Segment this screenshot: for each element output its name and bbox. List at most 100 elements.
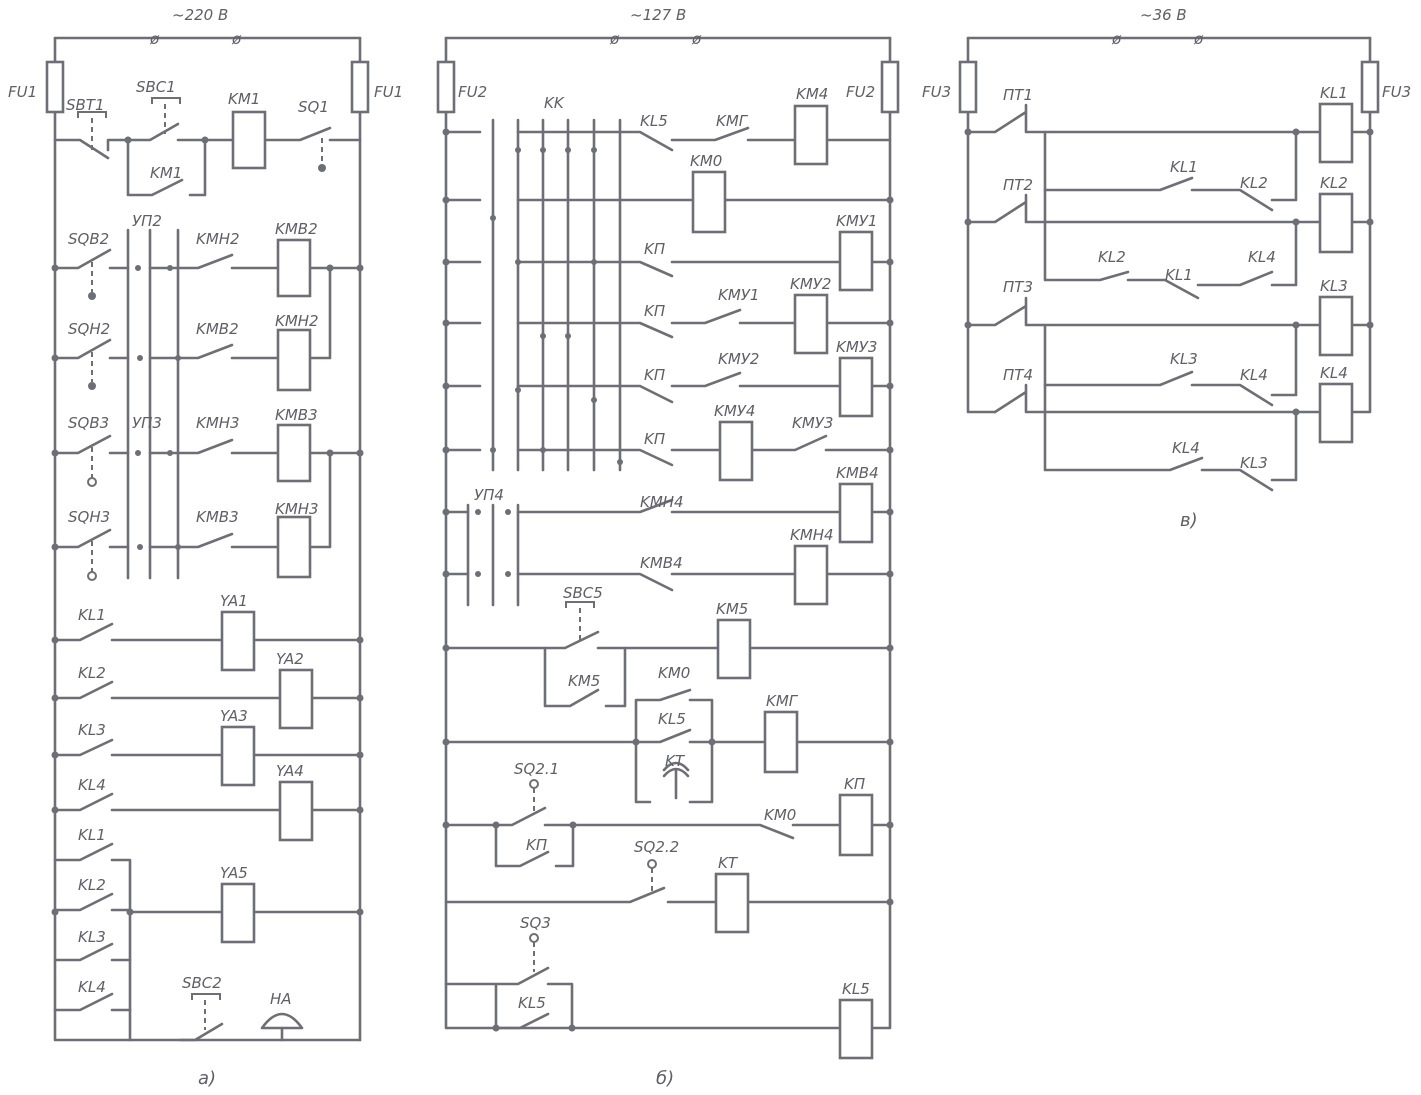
coil-ya5 — [220, 882, 256, 944]
coil-kmu3 — [838, 356, 874, 418]
label-kmb2-coil: KMB2 — [275, 220, 318, 238]
label-kmg-top: KMГ — [716, 112, 749, 130]
label-kl4-c1: KL4 — [1248, 248, 1276, 266]
label-kmu1-coil: KMУ1 — [836, 212, 877, 230]
label-pt2: ПТ2 — [1003, 176, 1033, 194]
label-kmu3-contact: KMУ3 — [792, 414, 833, 432]
label-ya3: YA3 — [220, 707, 248, 725]
panel-c-phase-mark-1: ø — [1111, 30, 1122, 48]
label-km4: KM4 — [796, 85, 828, 103]
label-ya5: YA5 — [220, 864, 248, 882]
label-sqb3: SQB3 — [68, 414, 109, 432]
label-fu2-right: FU2 — [846, 83, 875, 101]
panel-b-caption: б) — [656, 1068, 674, 1089]
label-km0-contact2: KM0 — [764, 806, 796, 824]
panel-b-voltage: ~127 В — [630, 6, 686, 24]
label-sbt1: SBT1 — [66, 96, 105, 114]
label-km5-contact: KM5 — [568, 672, 600, 690]
panel-a-phase-mark-1: ø — [149, 30, 160, 48]
label-kl2-a: KL2 — [78, 664, 106, 682]
fuse-fu2-right — [880, 60, 900, 114]
label-pt4: ПТ4 — [1003, 366, 1033, 384]
label-kl1-a: KL1 — [78, 606, 106, 624]
label-kmb2-contact: KMB2 — [196, 320, 239, 338]
label-kl3-b: KL3 — [78, 928, 106, 946]
label-kl4-coil: KL4 — [1320, 364, 1348, 382]
fuse-fu3-right — [1360, 60, 1380, 114]
label-kmu2-contact: KMУ2 — [718, 350, 759, 368]
coil-kmb2 — [276, 238, 312, 298]
coil-ya4 — [278, 780, 314, 842]
label-kmb4-contact: KMB4 — [640, 554, 683, 572]
label-kl4-c2: KL4 — [1240, 366, 1268, 384]
coil-kp — [838, 793, 874, 857]
label-kl4-a: KL4 — [78, 776, 106, 794]
panel-a-caption: а) — [198, 1068, 216, 1089]
coil-kl1 — [1318, 102, 1354, 164]
coil-kmu2 — [793, 293, 829, 355]
coil-km1 — [231, 110, 267, 170]
label-kk: KK — [544, 94, 565, 112]
coil-kl4 — [1318, 382, 1354, 444]
label-km1-contact: KM1 — [150, 164, 182, 182]
label-kl4-c3: KL4 — [1172, 439, 1200, 457]
label-sbc5: SBC5 — [563, 584, 603, 602]
label-kmg-coil: KMГ — [766, 692, 799, 710]
label-kl2-c1: KL2 — [1240, 174, 1268, 192]
label-kmb3-coil: KMB3 — [275, 406, 318, 424]
label-kl2-c2: KL2 — [1098, 248, 1126, 266]
label-kl5-mid: KL5 — [658, 710, 686, 728]
label-kmu4-coil: KMУ4 — [714, 402, 755, 420]
label-kl1-coil: KL1 — [1320, 84, 1348, 102]
coil-ya2 — [278, 668, 314, 730]
label-kmu2-coil: KMУ2 — [790, 275, 831, 293]
fuse-fu3-left — [958, 60, 978, 114]
label-kp-coil: KП — [844, 775, 865, 793]
panel-b: ~127 В ø ø FU2 FU2 KK KL5 KMГ KM4 KM0 KП… — [436, 6, 900, 1089]
label-kl3-a: KL3 — [78, 721, 106, 739]
label-kl2-coil: KL2 — [1320, 174, 1348, 192]
label-fu3-right: FU3 — [1382, 83, 1411, 101]
label-km0-contact: KM0 — [658, 664, 690, 682]
label-kt-contact: KT — [665, 752, 686, 770]
label-kl4-b: KL4 — [78, 978, 106, 996]
fuse-fu1-right — [350, 60, 370, 114]
label-kp1: KП — [644, 240, 665, 258]
label-kmu3-coil: KMУ3 — [836, 338, 877, 356]
label-kmn3-coil: KMН3 — [275, 500, 319, 518]
label-kl3-coil: KL3 — [1320, 277, 1348, 295]
coil-kmu4 — [718, 420, 754, 482]
label-kl5-coil: KL5 — [842, 980, 870, 998]
label-kp2: KП — [644, 302, 665, 320]
label-sbc1: SBC1 — [136, 78, 176, 96]
label-kl3-c1: KL3 — [1170, 350, 1198, 368]
label-up3: УП3 — [132, 414, 162, 432]
coil-kmn2 — [276, 328, 312, 392]
label-sqn2: SQН2 — [68, 320, 110, 338]
label-sbc2: SBC2 — [182, 974, 222, 992]
label-kt-coil: KT — [718, 854, 739, 872]
coil-kmg — [763, 710, 799, 774]
panel-b-phase-mark-2: ø — [691, 30, 702, 48]
coil-km5 — [716, 618, 752, 680]
fuse-fu2-left — [436, 60, 456, 114]
coil-kmn4 — [793, 544, 829, 606]
label-fu3-left: FU3 — [922, 83, 951, 101]
coil-ya3 — [220, 725, 256, 787]
coil-kmu1 — [838, 230, 874, 292]
label-kmn2-coil: KMН2 — [275, 312, 319, 330]
coil-kt — [714, 872, 750, 934]
label-pt3: ПТ3 — [1003, 278, 1033, 296]
coil-kl5 — [838, 998, 874, 1060]
label-kp-contact: KП — [526, 836, 547, 854]
coil-km4 — [793, 104, 829, 166]
label-kp4: KП — [644, 430, 665, 448]
label-kl5-contact: KL5 — [518, 994, 546, 1012]
panel-a: ~220 В ø ø FU1 FU1 SBT1 SBC1 KM1 SQ1 KM1 — [8, 6, 403, 1089]
label-km5-coil: KM5 — [716, 600, 748, 618]
label-up4: УП4 — [474, 486, 504, 504]
label-fu1-left: FU1 — [8, 83, 37, 101]
label-sqb2: SQB2 — [68, 230, 109, 248]
coil-ya1 — [220, 610, 256, 672]
label-fu1-right: FU1 — [374, 83, 403, 101]
